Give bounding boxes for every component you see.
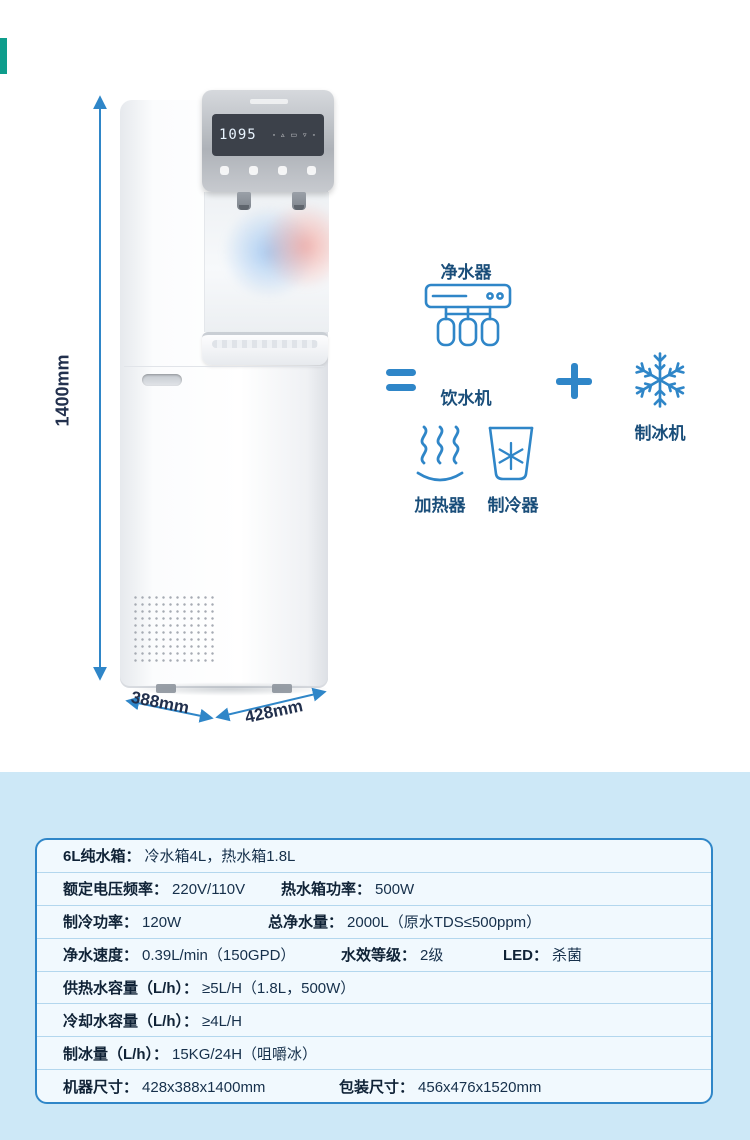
- dispensing-alcove: [204, 192, 329, 332]
- spec-label: 总净水量：: [268, 914, 344, 932]
- spec-value: 2级: [420, 947, 444, 965]
- touch-button-icon: [278, 166, 287, 175]
- width-dimension: 428mm: [243, 696, 305, 727]
- spec-value: ≥5L/H（1.8L，500W）: [202, 979, 356, 997]
- ventilation-grille: [132, 594, 216, 666]
- spec-value: 456x476x1520mm: [418, 1078, 542, 1096]
- hot-water-glow: [263, 200, 329, 292]
- right-spout: [292, 192, 306, 210]
- display-mode-icons: ▫ ▵ ▭ ▿ ▫: [272, 132, 317, 139]
- equals-sign: [386, 369, 416, 391]
- water-purifier-icon: [424, 283, 512, 347]
- spec-row-hot-capacity: 供热水容量（L/h）：≥5L/H（1.8L，500W）: [37, 972, 711, 1005]
- drip-tray: [202, 332, 328, 365]
- spec-label: 机器尺寸：: [63, 1078, 139, 1096]
- spec-value: ≥4L/H: [202, 1012, 242, 1030]
- spec-value: 杀菌: [552, 947, 583, 965]
- spec-label: 水效等级：: [341, 947, 417, 965]
- purifier-label: 净水器: [440, 263, 492, 282]
- spec-value: 120W: [142, 914, 182, 932]
- spec-label: 供热水容量（L/h）：: [63, 979, 198, 997]
- chiller-label: 制冷器: [487, 496, 539, 515]
- spec-value: 428x388x1400mm: [142, 1078, 266, 1096]
- spec-value: 0.39L/min（150GPD）: [142, 947, 296, 965]
- spec-value: 500W: [375, 881, 415, 899]
- spec-label: 包装尺寸：: [339, 1078, 415, 1096]
- plus-sign: [556, 363, 592, 399]
- spec-value: 2000L（原水TDS≤500ppm）: [347, 914, 542, 932]
- touch-button-icon: [307, 166, 316, 175]
- snowflake-icon: [627, 347, 693, 413]
- spec-value: 冷水箱4L，热水箱1.8L: [144, 848, 296, 866]
- touch-button-icon: [249, 166, 258, 175]
- spec-panel: 6L纯水箱：冷水箱4L，热水箱1.8L 额定电压频率：220V/110V 热水箱…: [0, 772, 750, 1140]
- chiller-icon: [486, 422, 536, 484]
- brand-logo: [250, 99, 288, 104]
- spec-label: 6L纯水箱：: [63, 848, 141, 866]
- spec-label: 制冰量（L/h）：: [63, 1045, 168, 1063]
- left-spout: [237, 192, 251, 210]
- height-dimension: 1400mm: [52, 354, 73, 427]
- led-display: 1095 ▫ ▵ ▭ ▿ ▫: [212, 114, 324, 156]
- cabinet-handle: [142, 374, 182, 386]
- water-dispenser-illustration: 1095 ▫ ▵ ▭ ▿ ▫: [120, 88, 334, 693]
- spec-label: LED：: [503, 947, 549, 965]
- touch-buttons: [220, 166, 316, 175]
- heater-icon: [412, 424, 468, 486]
- spec-value: 15KG/24H（咀嚼冰）: [172, 1045, 318, 1063]
- display-head: 1095 ▫ ▵ ▭ ▿ ▫: [202, 90, 334, 192]
- spec-label: 额定电压频率：: [63, 881, 169, 899]
- spec-row-ice-capacity: 制冰量（L/h）：15KG/24H（咀嚼冰）: [37, 1037, 711, 1071]
- spec-row-cooling-power: 制冷功率：120W 总净水量：2000L（原水TDS≤500ppm）: [37, 906, 711, 939]
- foot: [156, 684, 176, 693]
- ice-maker-label: 制冰机: [634, 424, 686, 443]
- spec-row-dimensions: 机器尺寸：428x388x1400mm 包装尺寸：456x476x1520mm: [37, 1070, 711, 1102]
- spec-label: 热水箱功率：: [281, 881, 372, 899]
- spec-row-voltage: 额定电压频率：220V/110V 热水箱功率：500W: [37, 873, 711, 906]
- edge-accent-tab: [0, 38, 7, 74]
- cabinet-seam: [124, 366, 324, 367]
- spec-row-cold-capacity: 冷却水容量（L/h）：≥4L/H: [37, 1004, 711, 1038]
- spec-row-flow-rate: 净水速度：0.39L/min（150GPD） 水效等级：2级 LED：杀菌: [37, 939, 711, 972]
- dispenser-label: 饮水机: [440, 389, 492, 408]
- spec-label: 冷却水容量（L/h）：: [63, 1012, 198, 1030]
- spec-table: 6L纯水箱：冷水箱4L，热水箱1.8L 额定电压频率：220V/110V 热水箱…: [35, 838, 713, 1104]
- tds-readout: 1095: [219, 127, 257, 143]
- spec-label: 制冷功率：: [63, 914, 139, 932]
- spec-row-tank: 6L纯水箱：冷水箱4L，热水箱1.8L: [37, 840, 711, 873]
- heater-label: 加热器: [414, 496, 466, 515]
- touch-button-icon: [220, 166, 229, 175]
- spec-value: 220V/110V: [172, 881, 246, 899]
- drip-tray-grate: [212, 340, 318, 348]
- spec-label: 净水速度：: [63, 947, 139, 965]
